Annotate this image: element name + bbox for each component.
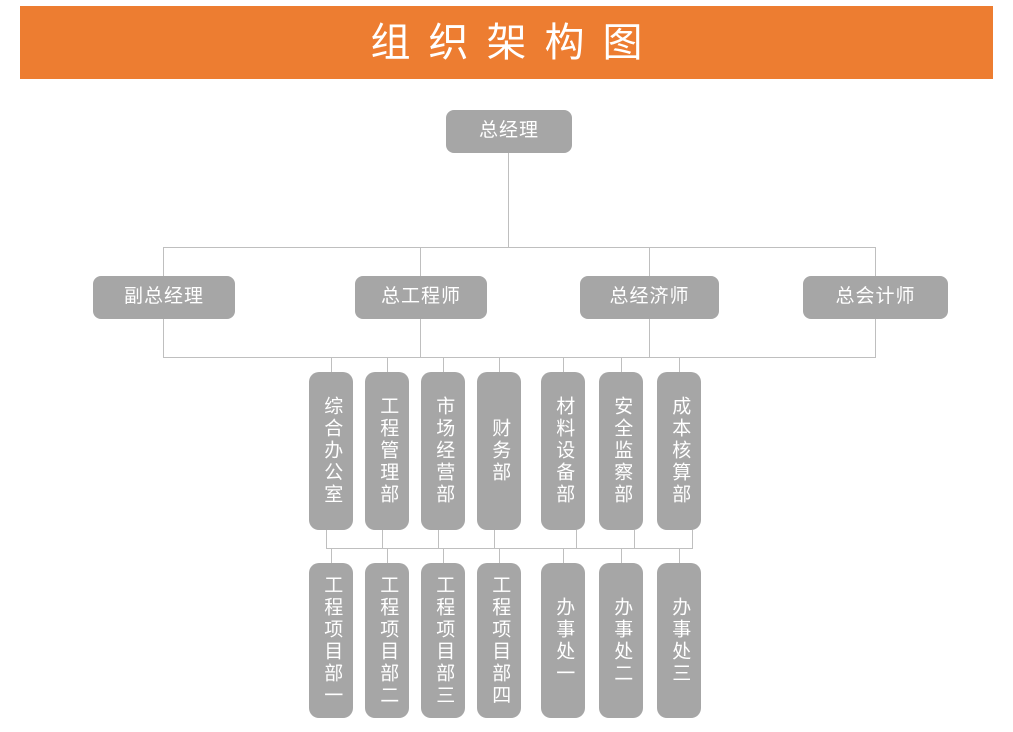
node-branch-office-three[interactable]: 办事处三 bbox=[657, 563, 701, 718]
node-general-manager[interactable]: 总经理 bbox=[446, 110, 572, 153]
connector-level3-riser-5 bbox=[576, 530, 577, 548]
node-material-equipment-department[interactable]: 材料设备部 bbox=[541, 372, 585, 530]
connector-level2-drop-4 bbox=[875, 247, 876, 276]
node-project-department-one[interactable]: 工程项目部一 bbox=[309, 563, 353, 718]
node-chief-economist[interactable]: 总经济师 bbox=[580, 276, 719, 319]
page-title: 组织架构图 bbox=[370, 20, 661, 65]
title-banner: 组织架构图 bbox=[20, 6, 993, 79]
node-branch-office-one[interactable]: 办事处一 bbox=[541, 563, 585, 718]
connector-level3-riser-6 bbox=[634, 530, 635, 548]
node-general-office[interactable]: 综合办公室 bbox=[309, 372, 353, 530]
connector-level2-drop-2 bbox=[420, 247, 421, 276]
connector-level3-drop-4 bbox=[499, 357, 500, 372]
node-safety-supervision-department[interactable]: 安全监察部 bbox=[599, 372, 643, 530]
connector-level3-drop-5 bbox=[563, 357, 564, 372]
connector-level4-drop-5 bbox=[563, 548, 564, 563]
connector-gm-down bbox=[508, 153, 509, 247]
connector-level3-drop-6 bbox=[621, 357, 622, 372]
node-market-operations-department[interactable]: 市场经营部 bbox=[421, 372, 465, 530]
node-deputy-general-manager[interactable]: 副总经理 bbox=[93, 276, 235, 319]
connector-level3-riser-7 bbox=[692, 530, 693, 548]
connector-level2-riser-1 bbox=[163, 319, 164, 357]
connector-level4-bus bbox=[326, 548, 693, 549]
node-engineering-management-department[interactable]: 工程管理部 bbox=[365, 372, 409, 530]
node-project-department-two[interactable]: 工程项目部二 bbox=[365, 563, 409, 718]
node-project-department-three[interactable]: 工程项目部三 bbox=[421, 563, 465, 718]
connector-level3-riser-1 bbox=[326, 530, 327, 548]
connector-level3-riser-4 bbox=[494, 530, 495, 548]
connector-level2-riser-3 bbox=[649, 319, 650, 357]
connector-level3-drop-7 bbox=[679, 357, 680, 372]
connector-level2-riser-4 bbox=[875, 319, 876, 357]
connector-level4-drop-6 bbox=[621, 548, 622, 563]
connector-level4-drop-7 bbox=[679, 548, 680, 563]
connector-level3-bus bbox=[163, 357, 876, 358]
connector-level2-bus bbox=[163, 247, 876, 248]
connector-level3-riser-3 bbox=[438, 530, 439, 548]
connector-level4-drop-2 bbox=[387, 548, 388, 563]
connector-level2-riser-2 bbox=[420, 319, 421, 357]
node-finance-department[interactable]: 财务部 bbox=[477, 372, 521, 530]
connector-level3-drop-1 bbox=[331, 357, 332, 372]
connector-level2-drop-1 bbox=[163, 247, 164, 276]
node-chief-engineer[interactable]: 总工程师 bbox=[355, 276, 487, 319]
connector-level3-drop-3 bbox=[443, 357, 444, 372]
connector-level2-drop-3 bbox=[649, 247, 650, 276]
node-cost-accounting-department[interactable]: 成本核算部 bbox=[657, 372, 701, 530]
node-project-department-four[interactable]: 工程项目部四 bbox=[477, 563, 521, 718]
connector-level4-drop-1 bbox=[331, 548, 332, 563]
connector-level3-drop-2 bbox=[387, 357, 388, 372]
connector-level4-drop-4 bbox=[499, 548, 500, 563]
node-chief-accountant[interactable]: 总会计师 bbox=[803, 276, 948, 319]
connector-level4-drop-3 bbox=[443, 548, 444, 563]
node-branch-office-two[interactable]: 办事处二 bbox=[599, 563, 643, 718]
connector-level3-riser-2 bbox=[382, 530, 383, 548]
